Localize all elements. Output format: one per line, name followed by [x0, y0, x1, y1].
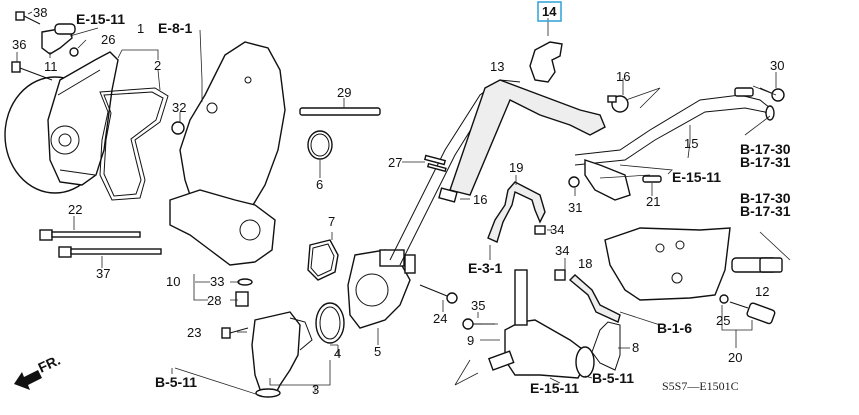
water-pump[interactable]	[4, 51, 119, 194]
part-label-24[interactable]: 24	[433, 311, 447, 326]
bolt-28[interactable]	[235, 291, 249, 307]
part-label-2[interactable]: 2	[154, 58, 161, 73]
part-labels: 38 26 36 11 1 2 32 29 6 22 37 10 33 28 2…	[12, 1, 784, 397]
part-label-33[interactable]: 33	[210, 274, 224, 289]
washer-25[interactable]	[719, 294, 729, 304]
part-label-37[interactable]: 37	[96, 266, 110, 281]
stud-29[interactable]	[299, 107, 381, 116]
hose-18[interactable]	[568, 274, 621, 323]
outlet-fitting[interactable]	[41, 23, 76, 55]
part-label-7[interactable]: 7	[328, 214, 335, 229]
part-label-3[interactable]: 3	[312, 382, 319, 397]
ref-e15-11-mid[interactable]: E-15-11	[672, 169, 721, 185]
ref-b1-6[interactable]: B-1-6	[657, 320, 692, 336]
part-label-29[interactable]: 29	[337, 85, 351, 100]
pipe-15[interactable]	[574, 87, 775, 166]
nut-31[interactable]	[568, 176, 580, 188]
oring-27[interactable]	[423, 154, 447, 173]
front-arrow-icon	[14, 370, 42, 390]
part-label-27[interactable]: 27	[388, 155, 402, 170]
nut-32[interactable]	[171, 121, 185, 135]
front-direction-indicator: FR.	[14, 352, 63, 390]
reference-labels: E-15-11 E-8-1 E-15-11 B-17-30 B-17-31 B-…	[76, 11, 791, 396]
ref-b17-30-b[interactable]: B-17-30	[740, 190, 791, 206]
hose-19[interactable]	[487, 181, 546, 243]
part-label-16-lower[interactable]: 16	[473, 192, 487, 207]
stud-21[interactable]	[642, 175, 662, 183]
part-label-13[interactable]: 13	[490, 59, 504, 74]
bracket-10[interactable]	[169, 189, 276, 266]
seal-4[interactable]	[315, 302, 345, 344]
oring-26[interactable]	[69, 47, 79, 57]
ref-b5-11-left[interactable]: B-5-11	[155, 374, 197, 390]
ref-b5-11-right[interactable]: B-5-11	[592, 370, 634, 386]
part-label-12[interactable]: 12	[755, 284, 769, 299]
part-label-34-upper[interactable]: 34	[550, 222, 564, 237]
clip-14[interactable]	[529, 41, 563, 83]
part-label-19[interactable]: 19	[509, 160, 523, 175]
bolt-23[interactable]	[221, 327, 249, 339]
part-label-14[interactable]: 14	[542, 4, 557, 19]
clamp-16-upper[interactable]	[607, 95, 629, 113]
part-label-16-upper[interactable]: 16	[616, 69, 630, 84]
highlight-box-14	[537, 1, 562, 22]
part-label-23[interactable]: 23	[187, 325, 201, 340]
gasket-7[interactable]	[307, 239, 339, 281]
sensor-20[interactable]	[729, 301, 776, 325]
part-label-9[interactable]: 9	[467, 333, 474, 348]
washer-33[interactable]	[237, 278, 253, 286]
part-label-26[interactable]: 26	[101, 32, 115, 47]
part-label-1[interactable]: 1	[137, 21, 144, 36]
part-label-20[interactable]: 20	[728, 350, 742, 365]
drawing-code: S5S7—E1501C	[662, 379, 739, 393]
part-label-6[interactable]: 6	[316, 177, 323, 192]
ref-b17-30-a[interactable]: B-17-30	[740, 141, 791, 157]
engine-bracket[interactable]	[604, 227, 731, 301]
part-label-34-lower[interactable]: 34	[555, 243, 569, 258]
hose-13[interactable]	[449, 79, 606, 196]
part-label-22[interactable]: 22	[68, 202, 82, 217]
fr-label: FR.	[36, 352, 63, 376]
thermostat-housing[interactable]	[251, 311, 313, 398]
part-label-36[interactable]: 36	[12, 37, 26, 52]
part-label-28[interactable]: 28	[207, 293, 221, 308]
clamp-34-lower[interactable]	[554, 269, 566, 281]
pipe-bracket[interactable]	[584, 159, 631, 201]
bypass-housing-9[interactable]	[487, 269, 595, 379]
bolt-22[interactable]	[39, 229, 141, 241]
ref-e15-11-bottom[interactable]: E-15-11	[530, 380, 579, 396]
ref-b17-31-b[interactable]: B-17-31	[740, 203, 791, 219]
water-pump-gasket[interactable]	[99, 87, 169, 201]
part-label-10[interactable]: 10	[166, 274, 180, 289]
ref-e3-1[interactable]: E-3-1	[468, 260, 502, 276]
part-label-25[interactable]: 25	[716, 313, 730, 328]
part-label-8[interactable]: 8	[632, 340, 639, 355]
part-label-11[interactable]: 11	[44, 59, 58, 74]
bolt-24[interactable]	[419, 284, 458, 304]
clamp-16-lower[interactable]	[438, 187, 458, 203]
bolt-30[interactable]	[759, 87, 785, 102]
ref-e15-11-top[interactable]: E-15-11	[76, 11, 125, 27]
part-label-21[interactable]: 21	[646, 194, 660, 209]
part-label-5[interactable]: 5	[374, 344, 381, 359]
gasket-8[interactable]	[591, 321, 621, 371]
leader-lines	[16, 11, 791, 397]
part-label-31[interactable]: 31	[568, 200, 582, 215]
sensor-12[interactable]	[731, 257, 783, 273]
part-label-35[interactable]: 35	[471, 298, 485, 313]
part-label-18[interactable]: 18	[578, 256, 592, 271]
part-label-15[interactable]: 15	[684, 136, 698, 151]
bolt-38[interactable]	[15, 11, 41, 25]
clamp-34-upper[interactable]	[534, 225, 546, 235]
part-label-30[interactable]: 30	[770, 58, 784, 73]
bolt-36[interactable]	[11, 61, 53, 81]
part-label-32[interactable]: 32	[172, 100, 186, 115]
part-label-38[interactable]: 38	[33, 5, 47, 20]
bolt-37[interactable]	[58, 246, 162, 258]
water-passage-5[interactable]	[347, 249, 416, 329]
ref-b17-31-a[interactable]: B-17-31	[740, 154, 791, 170]
oring-6[interactable]	[307, 130, 333, 160]
part-label-4[interactable]: 4	[334, 346, 341, 361]
ref-e8-1[interactable]: E-8-1	[158, 20, 192, 36]
